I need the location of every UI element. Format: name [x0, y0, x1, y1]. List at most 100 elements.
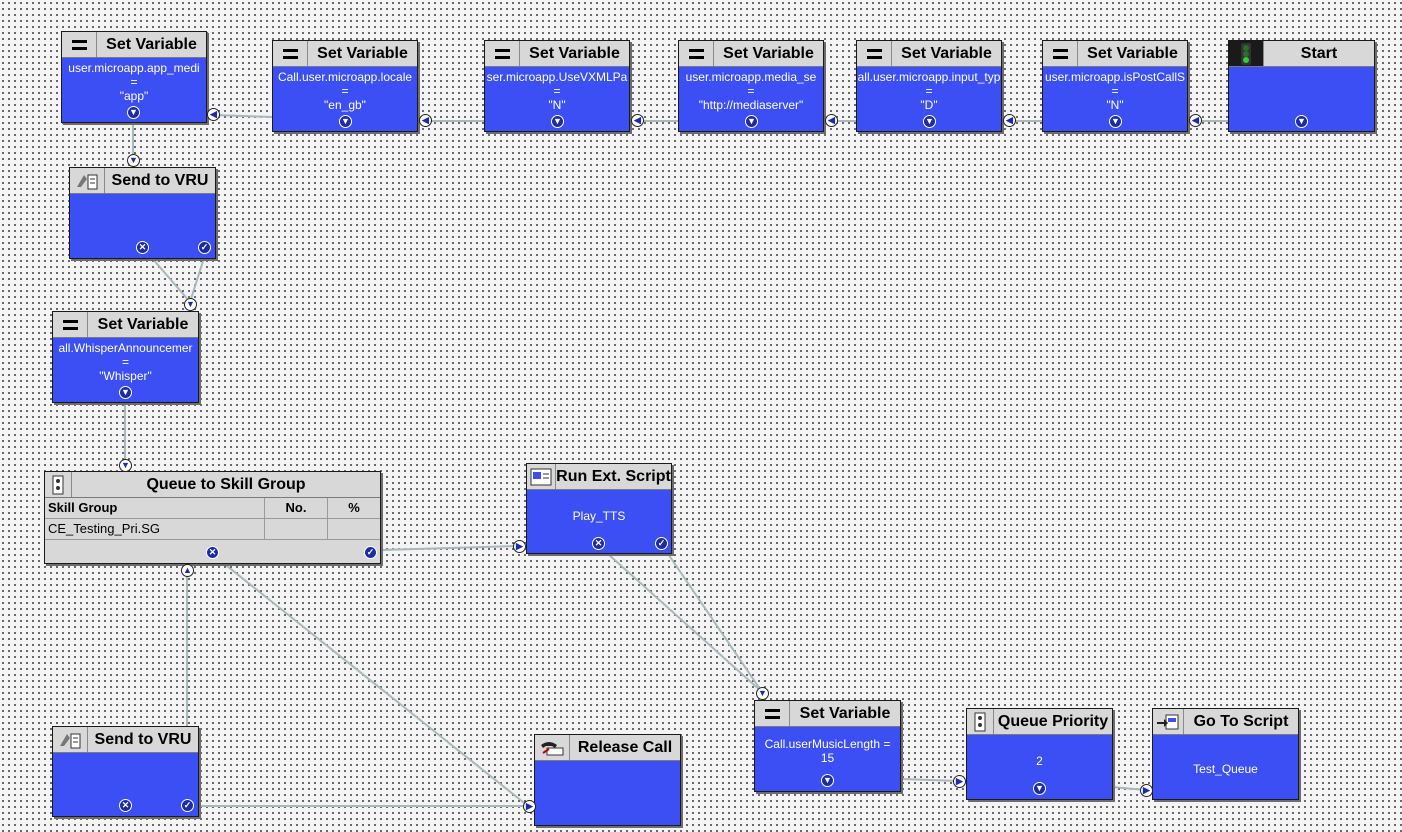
- variable-value: "http://mediaserver": [698, 98, 804, 112]
- input-terminal-icon[interactable]: ▶: [1140, 784, 1153, 797]
- vru-icon: [70, 168, 105, 193]
- set-variable-usevxml-node[interactable]: Set Variable ser.microapp.UseVXMLPa = "N…: [484, 40, 630, 132]
- input-terminal-icon[interactable]: ▶: [953, 775, 966, 788]
- number-cell: [265, 519, 328, 539]
- variable-value: "app": [119, 89, 149, 103]
- operator-label: =: [925, 84, 933, 98]
- variable-value: "Whisper": [99, 369, 152, 383]
- failure-x-icon[interactable]: ✕: [206, 546, 219, 559]
- node-title: Send to VRU: [94, 730, 192, 748]
- go-to-script-node[interactable]: Go To Script Test_Queue: [1152, 708, 1299, 800]
- run-ext-script-node[interactable]: Run Ext. Script Play_TTS ✕ ✓: [526, 463, 672, 554]
- go-to-script-icon: [1153, 709, 1184, 734]
- input-terminal-icon[interactable]: ◀: [1189, 114, 1202, 127]
- equals-icon: [62, 32, 97, 57]
- input-terminal-icon[interactable]: ◀: [419, 114, 432, 127]
- chevron-down-icon[interactable]: ▼: [551, 115, 564, 128]
- skill-group-cell: CE_Testing_Pri.SG: [45, 519, 265, 539]
- node-header: Release Call: [535, 735, 680, 761]
- success-check-icon[interactable]: ✓: [181, 799, 194, 812]
- node-header: Set Variable: [273, 41, 417, 67]
- input-terminal-icon[interactable]: ▼: [119, 459, 132, 472]
- script-name: Test_Queue: [1193, 762, 1258, 776]
- send-to-vru-node[interactable]: Send to VRU ✕ ✓: [52, 726, 199, 817]
- equals-icon: [679, 41, 714, 66]
- operator-label: =: [130, 75, 138, 89]
- success-check-icon[interactable]: ✓: [198, 241, 211, 254]
- variable-name: all.WhisperAnnouncemer: [58, 341, 193, 355]
- set-variable-input-type-node[interactable]: Set Variable all.user.microapp.input_typ…: [856, 40, 1002, 132]
- chevron-down-icon[interactable]: ▼: [745, 115, 758, 128]
- input-terminal-icon[interactable]: ◀: [825, 114, 838, 127]
- input-terminal-icon[interactable]: ◀: [207, 108, 220, 121]
- chevron-down-icon[interactable]: ▼: [923, 115, 936, 128]
- node-header: Set Variable: [62, 32, 206, 58]
- start-node[interactable]: Start ▼: [1228, 40, 1375, 132]
- input-terminal-icon[interactable]: ▼: [756, 687, 769, 700]
- node-body: user.microapp.media_se = "http://mediase…: [679, 68, 823, 131]
- connector-line: [213, 114, 273, 118]
- node-body: all.user.microapp.input_typ = "D": [857, 68, 1001, 131]
- variable-name: ser.microapp.UseVXMLPa: [486, 70, 628, 84]
- chevron-down-icon[interactable]: ▼: [821, 774, 834, 787]
- set-variable-media-server-node[interactable]: Set Variable user.microapp.media_se = "h…: [678, 40, 824, 132]
- node-title: Set Variable: [106, 35, 197, 53]
- node-body: user.microapp.app_medi = "app": [62, 59, 206, 122]
- variable-value: "N": [1106, 98, 1124, 112]
- input-terminal-icon[interactable]: ▶: [513, 540, 526, 553]
- success-check-icon[interactable]: ✓: [364, 546, 377, 559]
- node-header: Run Ext. Script: [527, 464, 671, 490]
- variable-name: user.microapp.app_medi: [68, 61, 200, 75]
- node-body: Test_Queue: [1153, 736, 1298, 799]
- script-icon: [527, 464, 556, 489]
- release-call-node[interactable]: Release Call: [534, 734, 681, 826]
- operator-label: =: [747, 84, 755, 98]
- equals-icon: [755, 701, 790, 726]
- chevron-down-icon[interactable]: ▼: [119, 386, 132, 399]
- connector-line: [597, 544, 763, 693]
- set-variable-app-media-node[interactable]: Set Variable user.microapp.app_medi = "a…: [61, 31, 207, 123]
- equals-icon: [273, 41, 308, 66]
- chevron-down-icon[interactable]: ▼: [339, 115, 352, 128]
- node-title: Go To Script: [1193, 712, 1289, 730]
- failure-x-icon[interactable]: ✕: [119, 799, 132, 812]
- node-title: Start: [1300, 44, 1338, 62]
- failure-x-icon[interactable]: ✕: [592, 537, 605, 550]
- queue-priority-node[interactable]: Queue Priority 2 ▼: [966, 708, 1113, 800]
- node-body: user.microapp.isPostCallS = "N": [1043, 68, 1187, 131]
- equals-icon: [1043, 41, 1078, 66]
- input-terminal-icon[interactable]: ▼: [184, 298, 197, 311]
- failure-x-icon[interactable]: ✕: [136, 241, 149, 254]
- equals-icon: [485, 41, 520, 66]
- table-row[interactable]: CE_Testing_Pri.SG: [45, 519, 380, 540]
- node-body: Call.userMusicLength = 15: [755, 728, 900, 791]
- node-title: Set Variable: [97, 315, 189, 333]
- input-terminal-icon[interactable]: ◀: [1003, 114, 1016, 127]
- input-terminal-icon[interactable]: ▶: [523, 800, 536, 813]
- node-body: Call.user.microapp.locale = "en_gb": [273, 68, 417, 131]
- chevron-down-icon[interactable]: ▼: [1109, 115, 1122, 128]
- variable-name: user.microapp.media_se: [685, 70, 817, 84]
- input-terminal-icon[interactable]: ▲: [181, 564, 194, 577]
- variable-name: Call.user.microapp.locale: [277, 70, 413, 84]
- node-header: Send to VRU: [53, 727, 198, 753]
- set-variable-locale-node[interactable]: Set Variable Call.user.microapp.locale =…: [272, 40, 418, 132]
- queue-to-skill-group-node[interactable]: Queue to Skill Group Skill Group No. % C…: [44, 471, 381, 564]
- chevron-down-icon[interactable]: ▼: [127, 106, 140, 119]
- queue-icon: [967, 709, 994, 734]
- success-check-icon[interactable]: ✓: [655, 537, 668, 550]
- node-header: Set Variable: [53, 312, 198, 338]
- percent-cell: [328, 519, 380, 539]
- input-terminal-icon[interactable]: ◀: [631, 114, 644, 127]
- node-body: all.WhisperAnnouncemer = "Whisper": [53, 339, 198, 402]
- set-variable-postcall-node[interactable]: Set Variable user.microapp.isPostCallS =…: [1042, 40, 1188, 132]
- chevron-down-icon[interactable]: ▼: [1295, 115, 1308, 128]
- set-variable-music-length-node[interactable]: Set Variable Call.userMusicLength = 15 ▼: [754, 700, 901, 792]
- input-terminal-icon[interactable]: ▼: [127, 154, 140, 167]
- node-header: Set Variable: [857, 41, 1001, 67]
- set-variable-whisper-node[interactable]: Set Variable all.WhisperAnnouncemer = "W…: [52, 311, 199, 403]
- send-to-vru-node[interactable]: Send to VRU ✕ ✓: [69, 167, 216, 259]
- chevron-down-icon[interactable]: ▼: [1033, 782, 1046, 795]
- variable-value: "D": [920, 98, 938, 112]
